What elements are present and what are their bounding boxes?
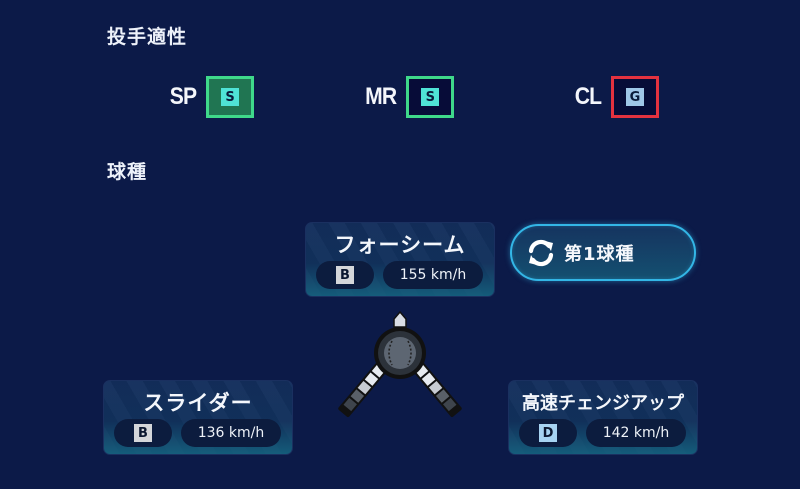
- aptitude-mr: MR S: [363, 76, 455, 118]
- pitch-grade-badge: D: [539, 424, 557, 442]
- pitch-name: フォーシーム: [334, 233, 466, 257]
- aptitude-sp: SP S: [168, 76, 255, 118]
- pitch-speed: 136 km/h: [181, 419, 281, 447]
- pitch-card-slider[interactable]: スライダー B 136 km/h: [104, 381, 292, 454]
- aptitude-position-label: SP: [169, 83, 197, 110]
- up-arrow-icon: [393, 310, 407, 328]
- pitch-name: 高速チェンジアップ: [522, 393, 684, 414]
- pitch-grade-pill: D: [519, 419, 577, 447]
- aptitude-position-label: CL: [574, 83, 602, 110]
- first-pitch-button[interactable]: 第1球種: [510, 224, 696, 281]
- pitch-speed: 142 km/h: [586, 419, 686, 447]
- aptitude-grade-box: S: [406, 76, 455, 118]
- pitch-grade-pill: B: [316, 261, 374, 289]
- pitch-grade-pill: B: [114, 419, 172, 447]
- left-arrow-icon: [338, 362, 388, 417]
- pitch-card-fourseam[interactable]: フォーシーム B 155 km/h: [306, 223, 494, 296]
- pitch-direction-selector[interactable]: [320, 305, 480, 430]
- pitch-grade-badge: B: [134, 424, 152, 442]
- pitch-grade-badge: B: [336, 266, 354, 284]
- aptitude-position-label: MR: [365, 83, 397, 110]
- aptitude-grade: G: [626, 88, 644, 106]
- pitch-card-changeup[interactable]: 高速チェンジアップ D 142 km/h: [509, 381, 697, 454]
- pitch-speed: 155 km/h: [383, 261, 483, 289]
- refresh-icon: [528, 239, 554, 266]
- baseball-icon: [374, 327, 426, 379]
- aptitude-grade-box: S: [206, 76, 255, 118]
- aptitude-grade-box: G: [611, 76, 659, 118]
- aptitude-cl: CL G: [573, 76, 659, 118]
- pitches-title: 球種: [107, 161, 148, 183]
- aptitude-grade: S: [421, 88, 440, 106]
- aptitude-title: 投手適性: [107, 26, 188, 48]
- pitch-name: スライダー: [143, 391, 253, 415]
- right-arrow-icon: [412, 362, 462, 417]
- first-pitch-label: 第1球種: [564, 243, 635, 265]
- aptitude-grade: S: [221, 88, 240, 106]
